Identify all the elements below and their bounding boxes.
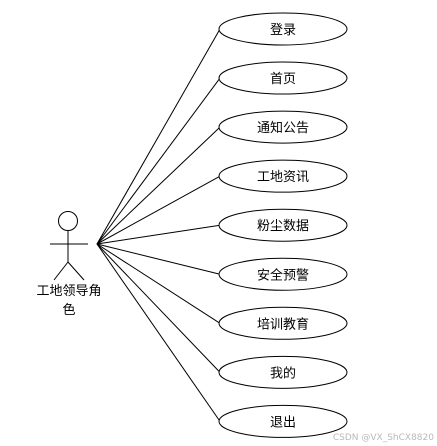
use-case-ellipse-mine [218,355,348,389]
use-case-dust-data: 粉尘数据 [218,208,348,242]
use-case-label-safety-warning: 安全预警 [257,267,309,283]
connector-notice [96,126,221,245]
use-case-label-logout: 退出 [270,415,296,430]
use-case-label-mine: 我的 [270,365,296,381]
connector-mine [96,243,221,373]
connector-home [96,77,221,245]
actor-name-line2: 色 [62,302,75,318]
actor-head [58,211,78,231]
connector-safety-warning [96,243,221,275]
connector-logout [96,243,221,422]
connector-training [96,243,221,324]
use-case-label-notice: 通知公告 [257,120,309,136]
use-case-ellipse-safety-warning [218,257,348,291]
use-case-notice: 通知公告 [218,110,348,144]
use-case-label-login: 登录 [270,23,296,38]
use-case-login: 登录 [218,12,348,46]
use-case-label-training: 培训教育 [257,316,309,332]
actor-left-leg [53,261,69,281]
use-case-safety-warning: 安全预警 [218,257,348,291]
actor-figure [50,211,88,281]
connector-login [96,28,221,245]
watermark: CSDN @VX_ShCX8820 [333,433,434,443]
use-case-label-dust-data: 粉尘数据 [257,219,309,234]
use-case-ellipse-dust-data [218,208,348,242]
actor-name-line1: 工地领导角 [36,284,101,299]
use-case-ellipse-site-news [218,159,348,193]
actor-right-leg [67,261,85,281]
connector-dust-data [96,224,221,245]
use-case-ellipse-login [218,12,348,46]
use-case-ellipse-logout [218,404,348,438]
use-case-home: 首页 [218,61,348,95]
use-case-site-news: 工地资讯 [218,159,348,193]
use-case-ellipse-home [218,61,348,95]
use-case-label-home: 首页 [270,72,296,87]
use-case-ellipse-notice [218,110,348,144]
connector-site-news [96,175,221,245]
use-case-mine: 我的 [218,355,348,389]
use-case-ellipse-training [218,306,348,340]
actor-connectors [96,28,221,422]
use-case-label-site-news: 工地资讯 [257,170,309,185]
use-case-training: 培训教育 [218,306,348,340]
use-case-logout: 退出 [218,404,348,438]
